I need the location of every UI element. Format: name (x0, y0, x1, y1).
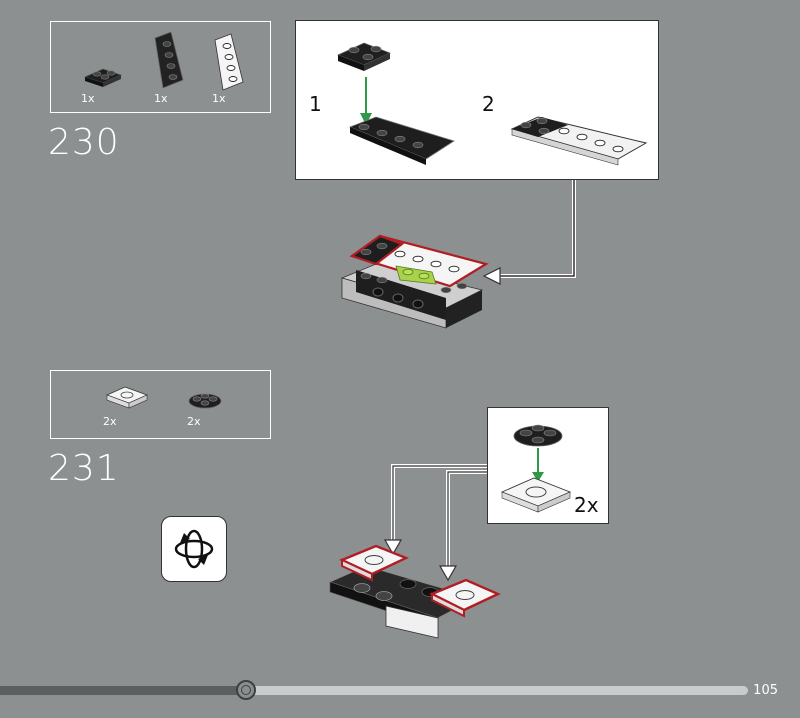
step-number-230: 230 (48, 122, 120, 163)
square-plate-sub-part (500, 477, 572, 513)
part-qty-4: 2x (103, 415, 117, 428)
callout-multiplier: 2x (574, 493, 599, 517)
rotate-model-icon (174, 529, 214, 569)
part-qty-1: 1x (81, 92, 95, 105)
part-qty-3: 1x (212, 92, 226, 105)
parts-list-step-231: 2x 2x (50, 370, 271, 439)
white-square-plate-icon (105, 386, 149, 409)
black-wedge-plate-icon (154, 31, 184, 89)
part-qty-2: 1x (154, 92, 168, 105)
round-plate-sub-part (513, 424, 563, 447)
black-round-plate-icon (188, 393, 222, 409)
sub-step-number-2: 2 (482, 92, 495, 116)
wedge-plate-sub-part (348, 116, 455, 165)
part-qty-5: 2x (187, 415, 201, 428)
black-corner-plate-icon (83, 68, 123, 87)
sub-assembly-callout-231: 2x (487, 407, 609, 524)
model-assembly-230 (340, 234, 489, 329)
white-wedge-plate-icon (214, 33, 244, 91)
page-number: 105 (753, 683, 778, 698)
page-progress-track[interactable] (0, 686, 748, 695)
model-assembly-231 (328, 544, 501, 639)
step-number-231: 231 (48, 448, 120, 489)
page-slider-handle[interactable] (236, 680, 256, 700)
parts-list-step-230: 1x 1x 1x (50, 21, 271, 113)
page-progress-fill (0, 686, 246, 695)
corner-plate-sub-part (336, 42, 392, 71)
down-arrow-green-2 (532, 448, 544, 482)
rotate-model-indicator (161, 516, 227, 582)
down-arrow-green (360, 77, 372, 125)
sub-step-number-1: 1 (309, 92, 322, 116)
sub-assembly-result (510, 116, 648, 166)
sub-assembly-callout-230: 1 2 (295, 20, 659, 180)
